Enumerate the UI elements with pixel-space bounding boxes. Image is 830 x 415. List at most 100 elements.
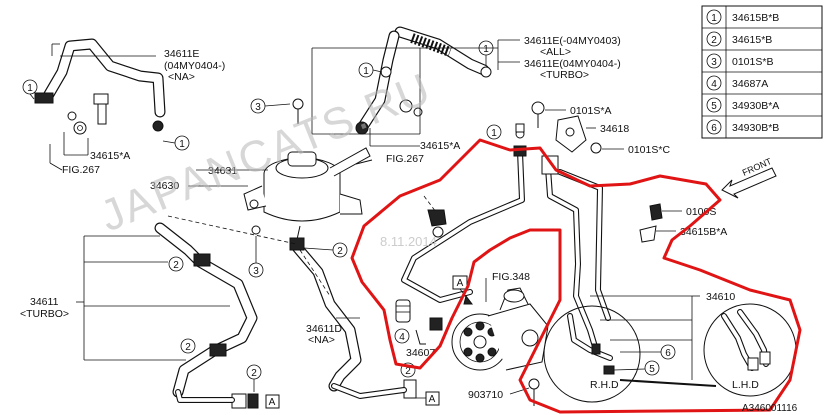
label-rhd: R.H.D	[590, 379, 619, 391]
label-bolt-center: 0101S*A	[570, 105, 611, 117]
power-steering-pump	[451, 287, 549, 371]
label-hose-upper-all-variant: <ALL>	[540, 46, 571, 58]
svg-text:A: A	[429, 394, 436, 405]
label-hose-upper-turbo-variant: <TURBO>	[540, 69, 589, 81]
legend-row-2: 2 34615*B	[706, 31, 772, 47]
legend-part: 0101S*B	[732, 56, 773, 68]
callout-2: 2	[303, 242, 348, 258]
detail-rhd: R.H.D	[543, 305, 641, 403]
fitting-34607	[395, 299, 443, 345]
pump-bolt	[528, 378, 540, 406]
callout-2: 2	[400, 362, 416, 378]
svg-text:4: 4	[399, 332, 405, 343]
label-hose-na-range: (04MY0404-)	[164, 60, 225, 72]
svg-text:2: 2	[251, 368, 257, 379]
bolt-icon	[590, 142, 602, 154]
legend-part: 34615*B	[732, 34, 772, 46]
hose-34611-turbo	[154, 222, 259, 409]
bolt-0101s-a	[531, 101, 545, 128]
legend-table: 1 34615B*B 2 34615*B 3 0101S*B 4 34687A …	[701, 5, 823, 139]
callout-5: 5	[613, 360, 660, 376]
label-fig-left: FIG.267	[62, 164, 100, 176]
bolt-icon	[531, 101, 545, 115]
label-hose-upper-turbo: 34611E(04MY0404-)	[524, 58, 621, 70]
legend-row-4: 4 34687A	[706, 75, 768, 91]
highlight-outline	[350, 138, 802, 414]
legend-num: 1	[711, 13, 717, 24]
bolt-icon	[251, 225, 261, 235]
callout-2: 2	[180, 338, 196, 354]
label-hose-turbo-part: 34611	[30, 296, 59, 308]
bracket-34618	[555, 115, 602, 154]
svg-text:5: 5	[649, 364, 655, 375]
svg-text:1: 1	[483, 44, 489, 55]
bolt-icon	[73, 121, 87, 135]
hose-end-clamp	[34, 92, 54, 104]
legend-row-6: 6 34930B*B	[706, 119, 779, 135]
callout-1: 1	[358, 62, 383, 78]
svg-text:2: 2	[337, 246, 343, 257]
svg-text:1: 1	[491, 128, 497, 139]
date-stamp: 8.11.2014	[380, 234, 437, 249]
reservoir-34631	[243, 147, 371, 245]
legend-num: 4	[711, 79, 717, 90]
ref-a-box: A	[416, 391, 440, 406]
svg-text:A: A	[269, 397, 276, 408]
callout-4: 4	[394, 328, 410, 344]
label-pipe-assy: 34610	[706, 291, 735, 303]
callout-1: 1	[162, 135, 190, 151]
svg-text:A: A	[457, 278, 464, 289]
callout-1: 1	[22, 79, 38, 100]
label-clamp-center: 34615*A	[420, 140, 460, 152]
label-bolt-right: 0101S*C	[628, 144, 670, 156]
detail-lhd: L.H.D	[703, 303, 797, 397]
legend-row-5: 5 34930B*A	[706, 97, 779, 113]
clamp-pipe-upper	[427, 209, 447, 238]
callout-1: 1	[478, 40, 494, 66]
svg-text:2: 2	[185, 342, 191, 353]
svg-text:3: 3	[255, 102, 261, 113]
clip-0100s	[639, 203, 663, 243]
label-hose-na-part: 34611E	[164, 48, 199, 60]
hose-34611d-na	[289, 237, 417, 399]
label-clamp-left: 34615*A	[90, 150, 130, 162]
label-pump-part: 34607	[406, 347, 435, 359]
svg-text:1: 1	[27, 83, 33, 94]
legend-part: 34930B*B	[732, 122, 779, 134]
svg-text:2: 2	[173, 260, 179, 271]
label-fig-center: FIG.267	[386, 153, 424, 165]
label-fig-pump: FIG.348	[492, 271, 530, 283]
label-hose-d-variant: <NA>	[308, 334, 335, 346]
svg-text:6: 6	[665, 348, 671, 359]
callout-6: 6	[620, 344, 676, 360]
pressure-pipe-assembly	[401, 123, 611, 353]
label-hose-d-part: 34611D	[306, 323, 342, 335]
hose-34611e-na	[34, 38, 166, 135]
bolt-icon	[292, 98, 304, 110]
label-hose-turbo-variant: <TURBO>	[20, 308, 69, 320]
legend-num: 6	[711, 123, 717, 134]
label-hose-upper-all: 34611E(-04MY0403)	[524, 35, 621, 47]
label-clamp-right: 34615B*A	[680, 226, 727, 238]
svg-text:1: 1	[179, 139, 185, 150]
legend-part: 34615B*B	[732, 12, 779, 24]
legend-num: 5	[711, 101, 717, 112]
label-pump-bolt: 903710	[468, 389, 503, 401]
clip-icon	[152, 120, 164, 132]
callout-3: 3	[248, 225, 264, 278]
legend-row-1: 1 34615B*B	[706, 9, 779, 25]
reservoir-cap	[287, 151, 317, 167]
legend-part: 34930B*A	[732, 100, 779, 112]
front-arrow-icon: FRONT	[721, 156, 777, 199]
callout-2: 2	[246, 364, 262, 392]
svg-text:2: 2	[405, 366, 411, 377]
legend-num: 3	[711, 57, 717, 68]
legend-part: 34687A	[732, 78, 768, 90]
ref-a-box: A	[452, 275, 473, 305]
label-lhd: L.H.D	[732, 379, 759, 391]
label-hose-na-variant: <NA>	[168, 71, 195, 83]
legend-num: 2	[711, 35, 717, 46]
legend-row-3: 3 0101S*B	[706, 53, 773, 69]
